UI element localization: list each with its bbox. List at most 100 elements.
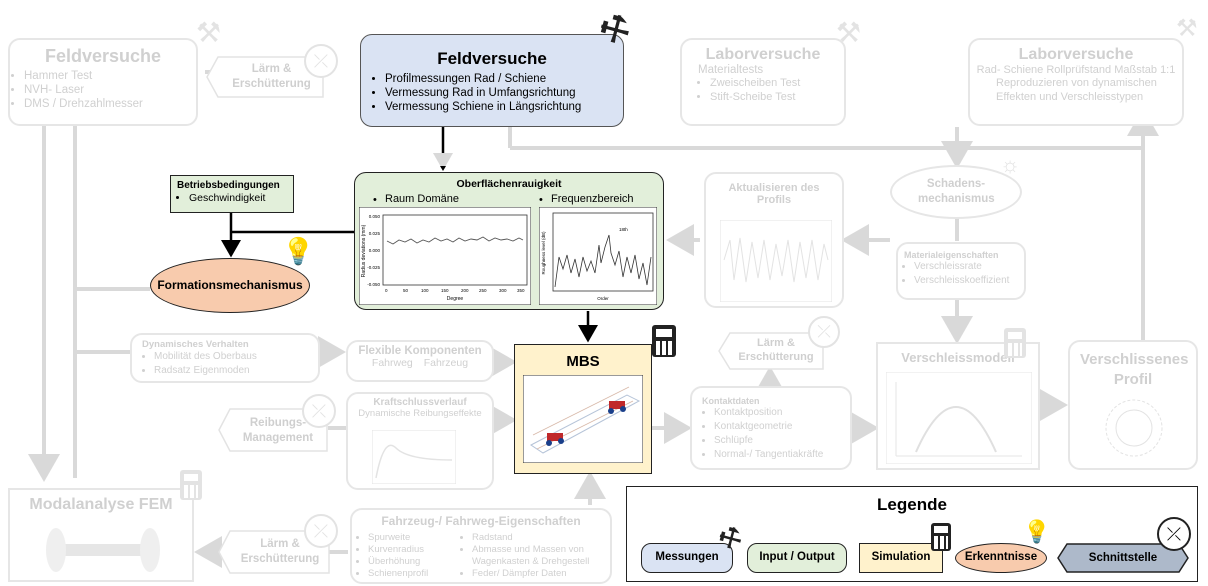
interface-icon: ⤫	[808, 316, 840, 348]
frequency-domain-chart: 18th Roughness level (dB) Order	[539, 207, 657, 305]
verschlissenes-profil-box: Verschlissenes Profil	[1068, 340, 1198, 470]
box-title: Dynamisches Verhalten	[142, 339, 249, 350]
list-item: Verschleissrate	[914, 260, 1024, 274]
list-item: Radsatz Eigenmoden	[154, 364, 318, 378]
y-axis-label: Roughness level (dB)	[541, 231, 546, 275]
mbs-simulation-image	[523, 375, 643, 463]
list-item: DMS / Drehzahlmesser	[24, 97, 196, 111]
box-title: Formationsmechanismus	[157, 278, 303, 292]
interface-laerm-2: Lärm & Erschütterung	[718, 332, 824, 370]
legend-label: Simulation	[871, 551, 931, 563]
interface-icon: ⤫	[304, 44, 338, 78]
interface-reibungs-management: Reibungs-Management	[218, 408, 328, 452]
list-item: Fahrweg	[371, 357, 413, 369]
list-item: Vermessung Rad in Umfangsrichtung	[385, 86, 623, 100]
aktualisieren-profils-box: Aktualisieren des Profils	[704, 172, 844, 308]
list-item: NVH- Laser	[24, 83, 196, 97]
interface-icon: ⤫	[1157, 517, 1191, 551]
formationsmechanismus-ellipse: Formationsmechanismus	[150, 258, 310, 313]
box-title: Laborversuche	[1018, 46, 1134, 63]
box-title: Verschleissmodell	[901, 350, 1015, 365]
x-tick: 100	[421, 288, 429, 293]
modalanalyse-fem-box: Modalanalyse FEM	[8, 488, 194, 582]
x-tick: 0	[385, 288, 388, 293]
legend-label: Messungen	[655, 551, 719, 563]
list-item: Schienenprofil	[368, 568, 428, 580]
laborversuche-materialtests-box: Laborversuche Materialtests Zweischeiben…	[680, 38, 846, 126]
list-item: Normal-/ Tangentiakräfte	[714, 448, 850, 462]
schadensmechanismus-ellipse: Schadens-mechanismus	[890, 165, 1022, 219]
legend-item-schnittstelle: Schnittstelle	[1057, 543, 1189, 573]
kontaktdaten-box: Kontaktdaten Kontaktposition Kontaktgeom…	[690, 386, 852, 470]
list-item: Kurvenradius	[368, 544, 428, 556]
box-title: Laborversuche	[705, 46, 821, 63]
list-item: Feder/ Dämpfer Daten	[472, 568, 618, 580]
box-title: Aktualisieren des Profils	[728, 182, 820, 206]
box-title: Verschlissenes Profil	[1080, 351, 1189, 388]
feldversuche-left-box: Feldversuche Hammer Test NVH- Laser DMS …	[8, 38, 198, 126]
list-item: Radstand	[472, 532, 618, 544]
interface-icon: ⤫	[302, 394, 336, 428]
x-tick: 350	[517, 288, 525, 293]
legend-item-erkenntnisse: Erkenntnisse	[955, 543, 1047, 573]
verschleissmodell-box: Verschleissmodell	[876, 342, 1040, 470]
calculator-icon	[652, 325, 676, 357]
box-title: Oberflächenrauigkeit	[456, 178, 562, 190]
interface-label: Lärm & Erschütterung	[240, 538, 320, 565]
y-tick: 0.050	[369, 214, 381, 219]
list-item: Schlüpfe	[714, 434, 850, 448]
list-item: Profilmessungen Rad / Schiene	[385, 72, 623, 86]
x-axis-label: Degree	[447, 296, 464, 302]
legend-item-messungen: Messungen	[641, 543, 733, 573]
y-tick: -0.025	[367, 265, 380, 270]
betriebsbedingungen-box: Betriebsbedingungen Geschwindigkeit	[170, 175, 294, 213]
materialeigenschaften-box: Materialeigenschaften Verschleissrate Ve…	[896, 242, 1026, 300]
list-item: Kontaktposition	[714, 406, 850, 420]
x-tick: 200	[461, 288, 469, 293]
box-subtitle: Materialtests	[698, 64, 764, 76]
lightbulb-icon: 💡	[1023, 519, 1051, 544]
list-item: Fahrzeug	[423, 357, 469, 369]
interface-label: Lärm & Erschütterung	[232, 63, 311, 90]
oberflaechenrauigkeit-box: Oberflächenrauigkeit Raum Domäne Frequen…	[354, 172, 664, 310]
interface-label: Reibungs-Management	[242, 417, 314, 444]
list-item: Zweischeiben Test	[710, 76, 844, 90]
bullet: •	[373, 194, 377, 206]
x-tick: 150	[441, 288, 449, 293]
list-item: Hammer Test	[24, 69, 196, 83]
fahrzeug-fahrweg-eigenschaften-box: Fahrzeug-/ Fahrweg-Eigenschaften Spurwei…	[350, 508, 612, 584]
caliper-icon: ⚒	[836, 17, 862, 48]
col-label: Frequenzbereich	[551, 193, 634, 205]
profile-plot	[720, 220, 832, 302]
box-title: Materialeigenschaften	[904, 250, 999, 260]
box-title: Flexible Komponenten	[358, 345, 482, 357]
list-item: Spurweite	[368, 532, 428, 544]
box-title: Kraftschlussverlauf	[373, 397, 467, 408]
list-item: Reproduzieren von dynamischen Effekten u…	[996, 77, 1157, 103]
legend-label: Schnittstelle	[1088, 552, 1158, 564]
list-item: Kontaktgeometrie	[714, 420, 850, 434]
lightbulb-icon: 💡	[282, 236, 315, 266]
annotation: 18th	[619, 227, 628, 232]
box-title: Fahrzeug-/ Fahrweg-Eigenschaften	[381, 514, 581, 528]
box-title: Feldversuche	[44, 46, 162, 66]
dynamisches-verhalten-box: Dynamisches Verhalten Mobilität des Ober…	[130, 333, 320, 383]
caliper-icon: ⚒	[1176, 15, 1198, 42]
box-title: Modalanalyse FEM	[29, 496, 173, 513]
fem-mode-plot	[46, 528, 160, 572]
calculator-icon	[180, 470, 202, 500]
box-subtitle: Dynamische Reibungseffekte	[358, 408, 482, 419]
box-title: Schadens-mechanismus	[918, 178, 995, 205]
mbs-box: MBS	[514, 344, 652, 474]
list-item: Vermessung Schiene in Längsrichtung	[385, 100, 623, 114]
interface-icon: ⤫	[304, 514, 338, 548]
feldversuche-main-box: Feldversuche Profilmessungen Rad / Schie…	[360, 34, 624, 127]
legend-label: Erkenntnisse	[964, 551, 1038, 563]
x-axis-label: Order	[597, 296, 609, 301]
interface-laerm-1: Lärm & Erschütterung	[206, 56, 324, 98]
interface-label: Lärm & Erschütterung	[738, 337, 814, 363]
space-domain-chart: Radius deviations (mm) 0.050 0.025 0.000…	[359, 207, 531, 305]
x-tick: 50	[403, 288, 409, 293]
x-tick: 250	[479, 288, 487, 293]
lightbulb-icon: ☼	[1000, 152, 1021, 177]
